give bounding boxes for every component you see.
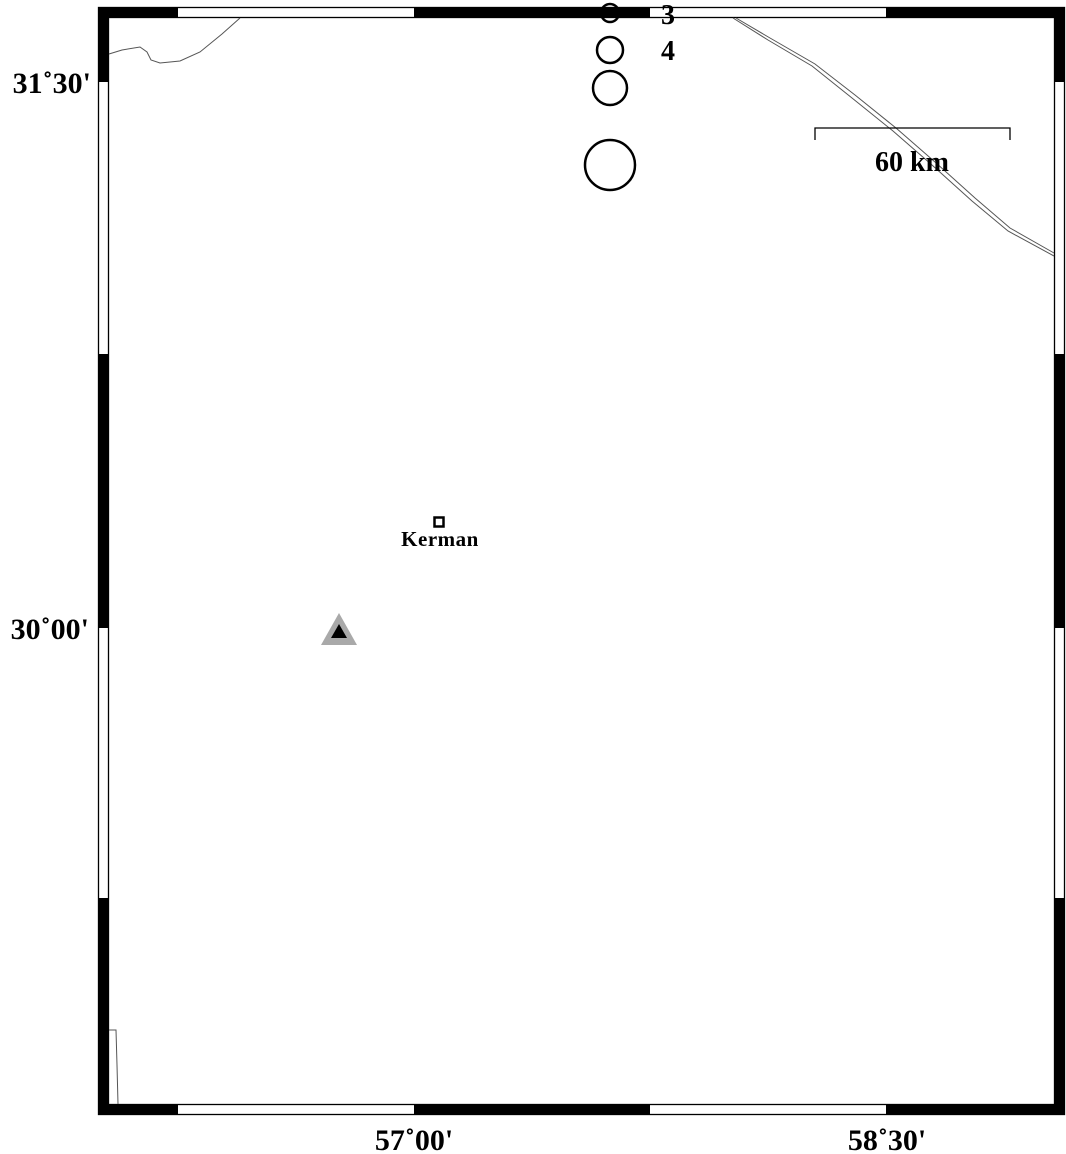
scale-bar xyxy=(814,127,1011,140)
frame-bar-right-1 xyxy=(1054,18,1064,82)
legend-circle-mag-6 xyxy=(583,138,637,192)
frame-corner-bl xyxy=(99,1104,109,1114)
frame-bar-right-2 xyxy=(1054,354,1064,628)
frame-checker xyxy=(99,8,1064,1114)
legend-circle-mag-3 xyxy=(599,2,621,24)
frame-corner-tl xyxy=(99,8,109,18)
city-label: Kerman xyxy=(401,527,479,551)
frame-bar-top-3 xyxy=(886,8,1054,18)
frame-bar-bottom-3 xyxy=(886,1104,1054,1114)
legend-label-3: 3 xyxy=(661,0,675,31)
station-triangle-icon xyxy=(331,624,347,638)
boundary-line-top-left xyxy=(108,17,241,64)
legend-circle-mag-5 xyxy=(591,69,629,107)
frame-outer xyxy=(97,6,1066,1116)
scale-bar-line xyxy=(814,127,1011,140)
frame-bar-bottom-2 xyxy=(414,1104,650,1114)
lat-label-top: 31˚30' xyxy=(13,67,91,100)
frame-bar-top-2 xyxy=(414,8,650,18)
frame-bar-right-3 xyxy=(1054,898,1064,1104)
frame-corner-tr xyxy=(1054,8,1064,18)
lon-label-left: 57˚00' xyxy=(375,1124,453,1154)
legend-label-4: 4 xyxy=(661,36,675,67)
scale-bar-label: 60 km xyxy=(875,147,949,178)
lat-label-mid: 30˚00' xyxy=(11,613,89,646)
legend-circle-mag-4 xyxy=(595,35,625,65)
lon-label-right: 58˚30' xyxy=(848,1124,926,1154)
city-marker-icon xyxy=(433,516,445,528)
frame-bar-bottom-1 xyxy=(108,1104,178,1114)
frame-bar-left-1 xyxy=(99,18,109,82)
boundary-line-bottom-left xyxy=(109,1029,119,1105)
frame-bar-left-3 xyxy=(99,898,109,1104)
magnitude-legend xyxy=(583,2,637,192)
frame-bar-left-2 xyxy=(99,354,109,628)
boundary-line-top-right-b xyxy=(732,17,1055,257)
frame-bar-top-1 xyxy=(108,8,178,18)
frame-corner-br xyxy=(1054,1104,1064,1114)
